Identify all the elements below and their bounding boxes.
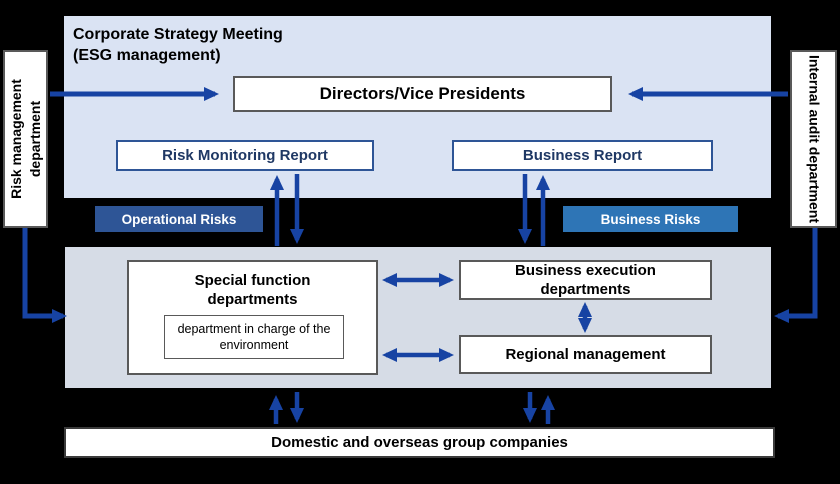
corporate-strategy-title-line2: (ESG management) — [73, 47, 221, 64]
group-companies-label: Domestic and overseas group companies — [271, 434, 568, 451]
operational-risks-tag: Operational Risks — [95, 206, 263, 232]
business-execution-departments-box: Business execution departments — [459, 260, 712, 300]
risk-monitoring-report-label: Risk Monitoring Report — [162, 147, 328, 164]
corporate-strategy-panel: Corporate Strategy Meeting (ESG manageme… — [64, 16, 771, 198]
risk-monitoring-report-box: Risk Monitoring Report — [116, 140, 374, 171]
operational-risks-label: Operational Risks — [121, 211, 237, 227]
internal-audit-department-box: Internal audit department — [790, 50, 837, 228]
environment-department-label: department in charge of the environment — [177, 322, 331, 352]
special-function-departments-box: Special function departments department … — [127, 260, 378, 375]
arrow-risk-mgmt-to-exec-panel — [22, 228, 67, 323]
business-report-label: Business Report — [522, 147, 643, 164]
directors-vice-presidents-box: Directors/Vice Presidents — [233, 76, 612, 112]
arrow-internal-audit-to-exec-panel — [774, 228, 818, 323]
internal-audit-department-label: Internal audit department — [806, 54, 822, 224]
business-execution-departments-label: Business execution departments — [515, 262, 656, 298]
execution-departments-panel: Special function departments department … — [65, 247, 771, 388]
risk-management-department-box: Risk management department — [3, 50, 48, 228]
directors-vice-presidents-label: Directors/Vice Presidents — [319, 84, 526, 103]
corporate-strategy-title-line1: Corporate Strategy Meeting — [73, 26, 283, 43]
special-function-departments-label: Special function departments — [194, 272, 311, 308]
regional-management-label: Regional management — [505, 346, 666, 363]
regional-management-box: Regional management — [459, 335, 712, 374]
business-risks-tag: Business Risks — [563, 206, 738, 232]
group-companies-bar: Domestic and overseas group companies — [64, 427, 775, 458]
business-risks-label: Business Risks — [600, 211, 701, 227]
risk-management-department-label: Risk management department — [7, 79, 43, 199]
business-report-box: Business Report — [452, 140, 713, 171]
environment-department-box: department in charge of the environment — [164, 315, 344, 359]
corporate-strategy-title: Corporate Strategy Meeting (ESG manageme… — [73, 24, 283, 66]
